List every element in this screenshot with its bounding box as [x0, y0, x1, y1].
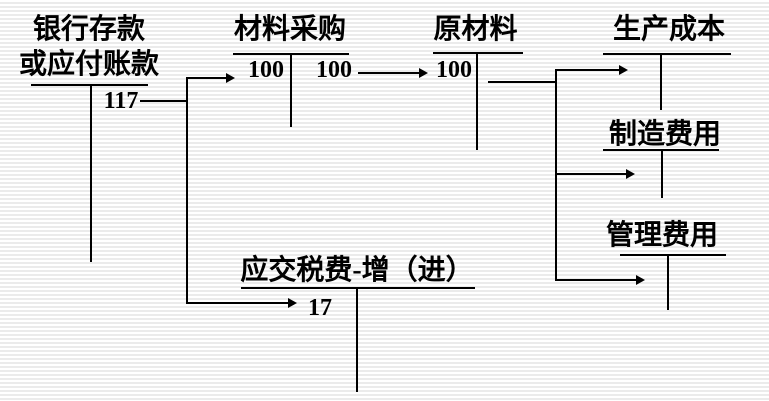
- bank-t-top-line: [31, 84, 148, 86]
- production-cost-t-stem-line: [660, 53, 662, 110]
- manufacturing-expense-t-stem-line: [661, 149, 663, 198]
- bank-t-stem-line: [90, 84, 92, 262]
- arrow-raw-material-to-admin-expense: [556, 275, 645, 285]
- admin-expense-t-stem-line: [667, 254, 669, 310]
- production-cost-t-top-line: [603, 53, 731, 55]
- account-title-raw-material: 原材料: [433, 14, 518, 45]
- account-title-admin-expense: 管理费用: [605, 220, 718, 251]
- account-title-manufacturing-expense: 制造费用: [608, 119, 721, 150]
- material-purchase-debit-amount: 100: [248, 57, 284, 83]
- tax-payable-t-stem-line: [356, 287, 358, 392]
- account-title-tax-payable: 应交税费-增（进）: [240, 255, 474, 286]
- account-title-bank: 银行存款 或应付账款: [8, 12, 170, 82]
- account-title-bank-line2: 或应付账款: [18, 49, 159, 80]
- account-title-bank-line1: 银行存款: [32, 14, 145, 45]
- raw-material-t-stem-line: [476, 52, 478, 150]
- material-purchase-t-stem-line: [290, 53, 292, 127]
- arrow-material-purchase-to-raw-material: [358, 68, 428, 78]
- connector-raw-material-riser-line: [555, 69, 557, 281]
- raw-material-t-top-line: [433, 52, 523, 54]
- connector-bank-feed-line: [140, 100, 187, 102]
- raw-material-debit-amount: 100: [436, 57, 472, 83]
- account-title-material-purchase: 材料采购: [233, 14, 346, 45]
- tax-payable-debit-amount: 17: [308, 295, 332, 321]
- admin-expense-t-top-line: [620, 254, 726, 256]
- arrow-bank-to-material-purchase: [188, 73, 235, 83]
- arrow-raw-material-to-production-cost: [556, 65, 628, 75]
- bank-credit-amount: 117: [103, 88, 139, 114]
- account-title-production-cost: 生产成本: [612, 14, 725, 45]
- connector-bank-riser-line: [186, 77, 188, 304]
- connector-raw-material-feed-line: [488, 81, 556, 83]
- material-purchase-credit-amount: 100: [316, 57, 352, 83]
- tax-payable-t-top-line: [241, 287, 475, 289]
- arrow-raw-material-to-manufacturing-expense: [556, 169, 635, 179]
- arrow-bank-to-tax-payable: [188, 298, 297, 308]
